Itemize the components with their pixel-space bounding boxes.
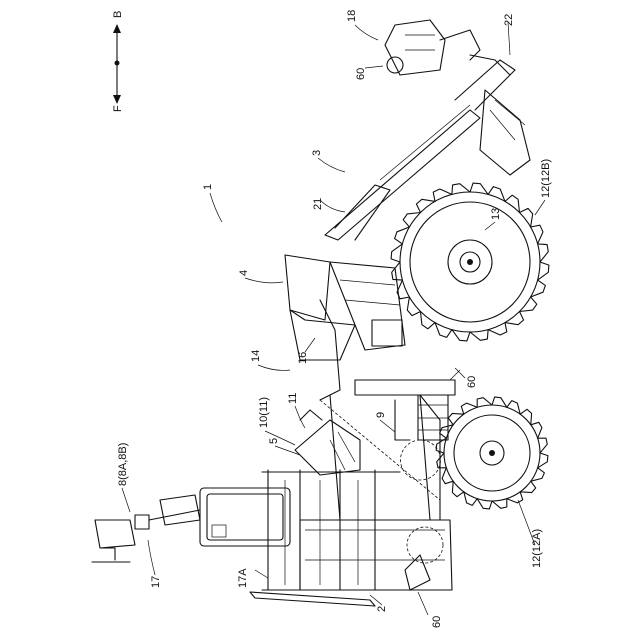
callout-13: 13 xyxy=(490,208,502,220)
callout-labels: 1 2 3 4 5 8(8A,8B) 9 10(11) 11 12(12A) 1… xyxy=(117,10,552,628)
chassis-frame xyxy=(300,380,455,590)
direction-back-label: B xyxy=(112,11,124,18)
callout-4: 4 xyxy=(238,270,250,276)
callout-18: 18 xyxy=(346,10,358,22)
direction-indicator: B F xyxy=(112,11,124,112)
callout-21: 21 xyxy=(312,198,324,210)
direction-front-label: F xyxy=(112,105,124,112)
callout-12b: 12(12B) xyxy=(540,159,552,198)
front-cage xyxy=(200,470,400,606)
callout-17a: 17A xyxy=(237,568,249,588)
callout-22: 22 xyxy=(503,14,515,26)
callout-10: 10(11) xyxy=(258,397,270,428)
callout-5: 5 xyxy=(268,438,280,444)
callout-17: 17 xyxy=(150,576,162,588)
callout-2: 2 xyxy=(376,606,388,612)
front-wheel-12a xyxy=(436,397,548,509)
callout-60-bottom: 60 xyxy=(431,616,443,628)
callout-60-mid: 60 xyxy=(466,376,478,388)
callout-14: 14 xyxy=(250,350,262,362)
top-attachment xyxy=(385,20,510,75)
upper-frame xyxy=(285,255,405,360)
callout-16: 16 xyxy=(297,352,309,364)
step-ladder xyxy=(418,395,448,440)
callout-12a: 12(12A) xyxy=(531,529,543,568)
callout-11: 11 xyxy=(287,393,299,404)
callout-3: 3 xyxy=(311,150,323,156)
rear-wheel-12b xyxy=(391,183,549,341)
callout-8: 8(8A,8B) xyxy=(117,443,129,486)
leader-lines xyxy=(122,22,545,615)
operator-seat xyxy=(295,410,360,475)
hydraulic-lines xyxy=(320,300,460,590)
rear-tool xyxy=(92,495,200,562)
callout-9: 9 xyxy=(375,412,387,418)
callout-1: 1 xyxy=(202,184,214,190)
callout-60-top: 60 xyxy=(355,68,367,80)
